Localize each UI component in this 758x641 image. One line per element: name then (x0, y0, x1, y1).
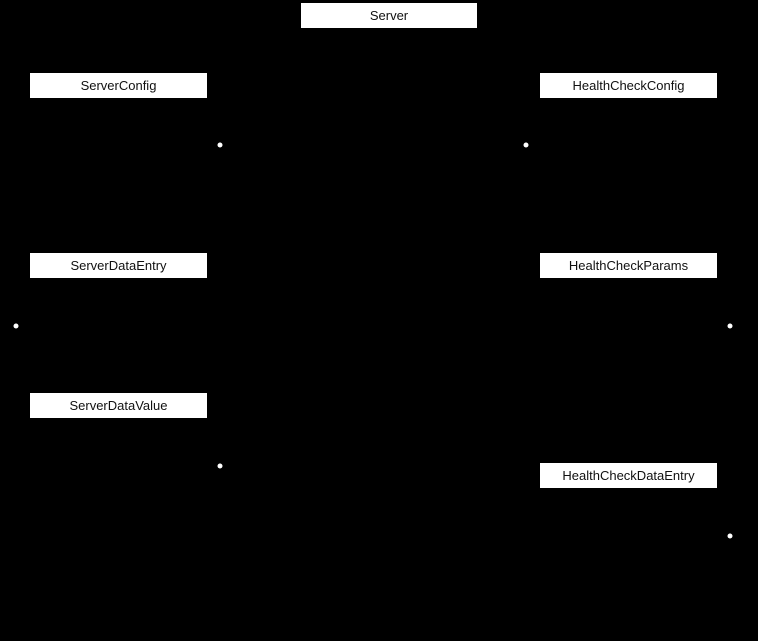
node-label-server-config: ServerConfig (80, 78, 157, 93)
connector-dot (727, 533, 733, 539)
diagram-node-server-data-entry: ServerDataEntry (29, 252, 208, 279)
node-label-server: Server (369, 8, 409, 23)
node-label-server-data-entry: ServerDataEntry (70, 258, 167, 273)
diagram-node-health-check-data-entry: HealthCheckDataEntry (539, 462, 718, 489)
node-label-health-check-config: HealthCheckConfig (572, 78, 685, 93)
node-label-health-check-params: HealthCheckParams (568, 258, 689, 273)
diagram-node-server: Server (300, 2, 478, 29)
diagram-node-server-config: ServerConfig (29, 72, 208, 99)
node-label-health-check-data-entry: HealthCheckDataEntry (562, 468, 695, 483)
diagram-node-health-check-config: HealthCheckConfig (539, 72, 718, 99)
connector-dot (523, 142, 529, 148)
connector-dot (727, 323, 733, 329)
diagram-node-server-data-value: ServerDataValue (29, 392, 208, 419)
node-label-server-data-value: ServerDataValue (69, 398, 168, 413)
connector-dot (217, 463, 223, 469)
diagram-node-health-check-params: HealthCheckParams (539, 252, 718, 279)
connector-dot (217, 142, 223, 148)
connector-dot (13, 323, 19, 329)
